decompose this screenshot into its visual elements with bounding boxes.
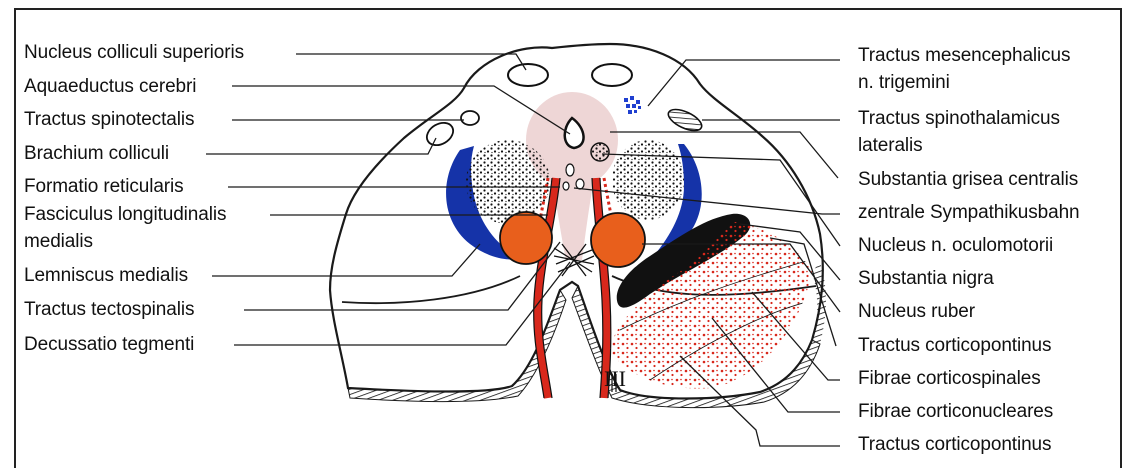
label-nucleus-ruber: Nucleus ruber (858, 301, 975, 323)
label-aquaeductus-cerebri: Aquaeductus cerebri (24, 76, 196, 98)
label-fasciculus-longitudinalis: Fasciculus longitudinalis (24, 204, 226, 226)
colliculus-right (592, 64, 632, 86)
label-tractus-corticopontinus-lower: Tractus corticopontinus (858, 434, 1051, 456)
formatio-reticularis-left (466, 140, 550, 224)
nucleus-oculomotorii-shape (591, 143, 609, 161)
label-tractus-mesencephalicus: Tractus mesencephalicus (858, 45, 1070, 67)
label-n-trigemini: n. trigemini (858, 72, 950, 94)
nerve-iii-numeral: III (604, 366, 626, 392)
label-fibrae-corticospinales: Fibrae corticospinales (858, 368, 1041, 390)
label-brachium-colliculi: Brachium colliculi (24, 143, 169, 165)
label-fasciculus-medialis: medialis (24, 231, 93, 253)
formatio-reticularis-right (612, 140, 684, 220)
tractus-spinotectalis-shape (461, 111, 479, 125)
nucleus-ruber-right (591, 213, 645, 267)
label-nucleus-n-oculomotorii: Nucleus n. oculomotorii (858, 235, 1053, 257)
label-nucleus-colliculi-superioris: Nucleus colliculi superioris (24, 42, 244, 64)
label-zentrale-sympathikusbahn: zentrale Sympathikusbahn (858, 202, 1080, 224)
label-tractus-spinothalamicus: Tractus spinothalamicus (858, 108, 1060, 130)
label-tractus-spinotectalis: Tractus spinotectalis (24, 109, 194, 131)
nucleus-ruber-left (500, 212, 552, 264)
label-formatio-reticularis: Formatio reticularis (24, 176, 184, 198)
label-fibrae-corticonucleares: Fibrae corticonucleares (858, 401, 1053, 423)
label-lemniscus-medialis: Lemniscus medialis (24, 265, 188, 287)
label-lateralis: lateralis (858, 135, 923, 157)
label-tractus-tectospinalis: Tractus tectospinalis (24, 299, 194, 321)
colliculus-left (508, 64, 548, 86)
label-substantia-grisea-centralis: Substantia grisea centralis (858, 169, 1078, 191)
label-decussatio-tegmenti: Decussatio tegmenti (24, 334, 194, 356)
label-substantia-nigra: Substantia nigra (858, 268, 994, 290)
label-tractus-corticopontinus-upper: Tractus corticopontinus (858, 335, 1051, 357)
